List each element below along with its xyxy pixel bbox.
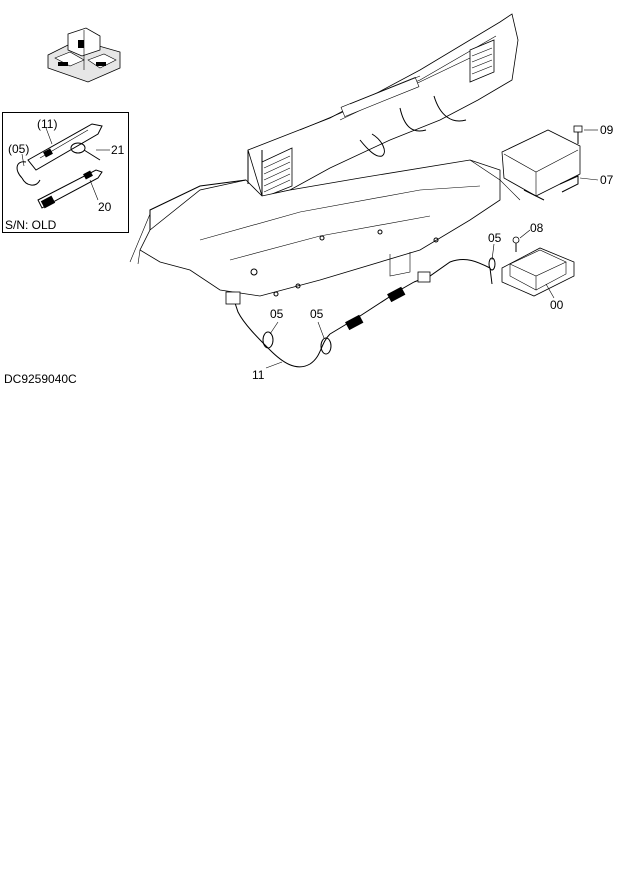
inset-callout-21: 21	[111, 143, 125, 157]
bolt-09	[573, 125, 583, 144]
leader-lines	[265, 129, 599, 369]
callout-05-mid: 05	[310, 307, 324, 321]
callout-09: 09	[600, 123, 614, 137]
inset-callout-11: (11)	[37, 117, 57, 131]
callout-05-left: 05	[270, 307, 284, 321]
right-vent-grille	[469, 39, 495, 83]
drawing-code: DC9259040C	[4, 372, 77, 386]
callout-05-right: 05	[488, 231, 502, 245]
inset-serial-note: S/N: OLD	[5, 218, 57, 232]
callout-11: 11	[252, 368, 265, 382]
machine-orientation-icon	[47, 27, 121, 83]
old-version-inset-frame	[2, 112, 129, 233]
wire-harness-11	[225, 257, 496, 368]
callout-07: 07	[600, 173, 614, 187]
callout-08: 08	[530, 221, 544, 235]
console-slot-row	[340, 75, 421, 118]
left-vent-grille	[261, 147, 293, 199]
bolt-08	[512, 236, 520, 252]
callout-00: 00	[550, 298, 564, 312]
controller-unit-00	[501, 247, 575, 297]
cover-plate-07	[501, 129, 581, 201]
inset-callout-05: (05)	[8, 142, 29, 156]
inset-callout-20: 20	[98, 200, 112, 214]
cab-floor-frame	[129, 13, 521, 297]
inset-harness-drawing	[16, 123, 110, 209]
